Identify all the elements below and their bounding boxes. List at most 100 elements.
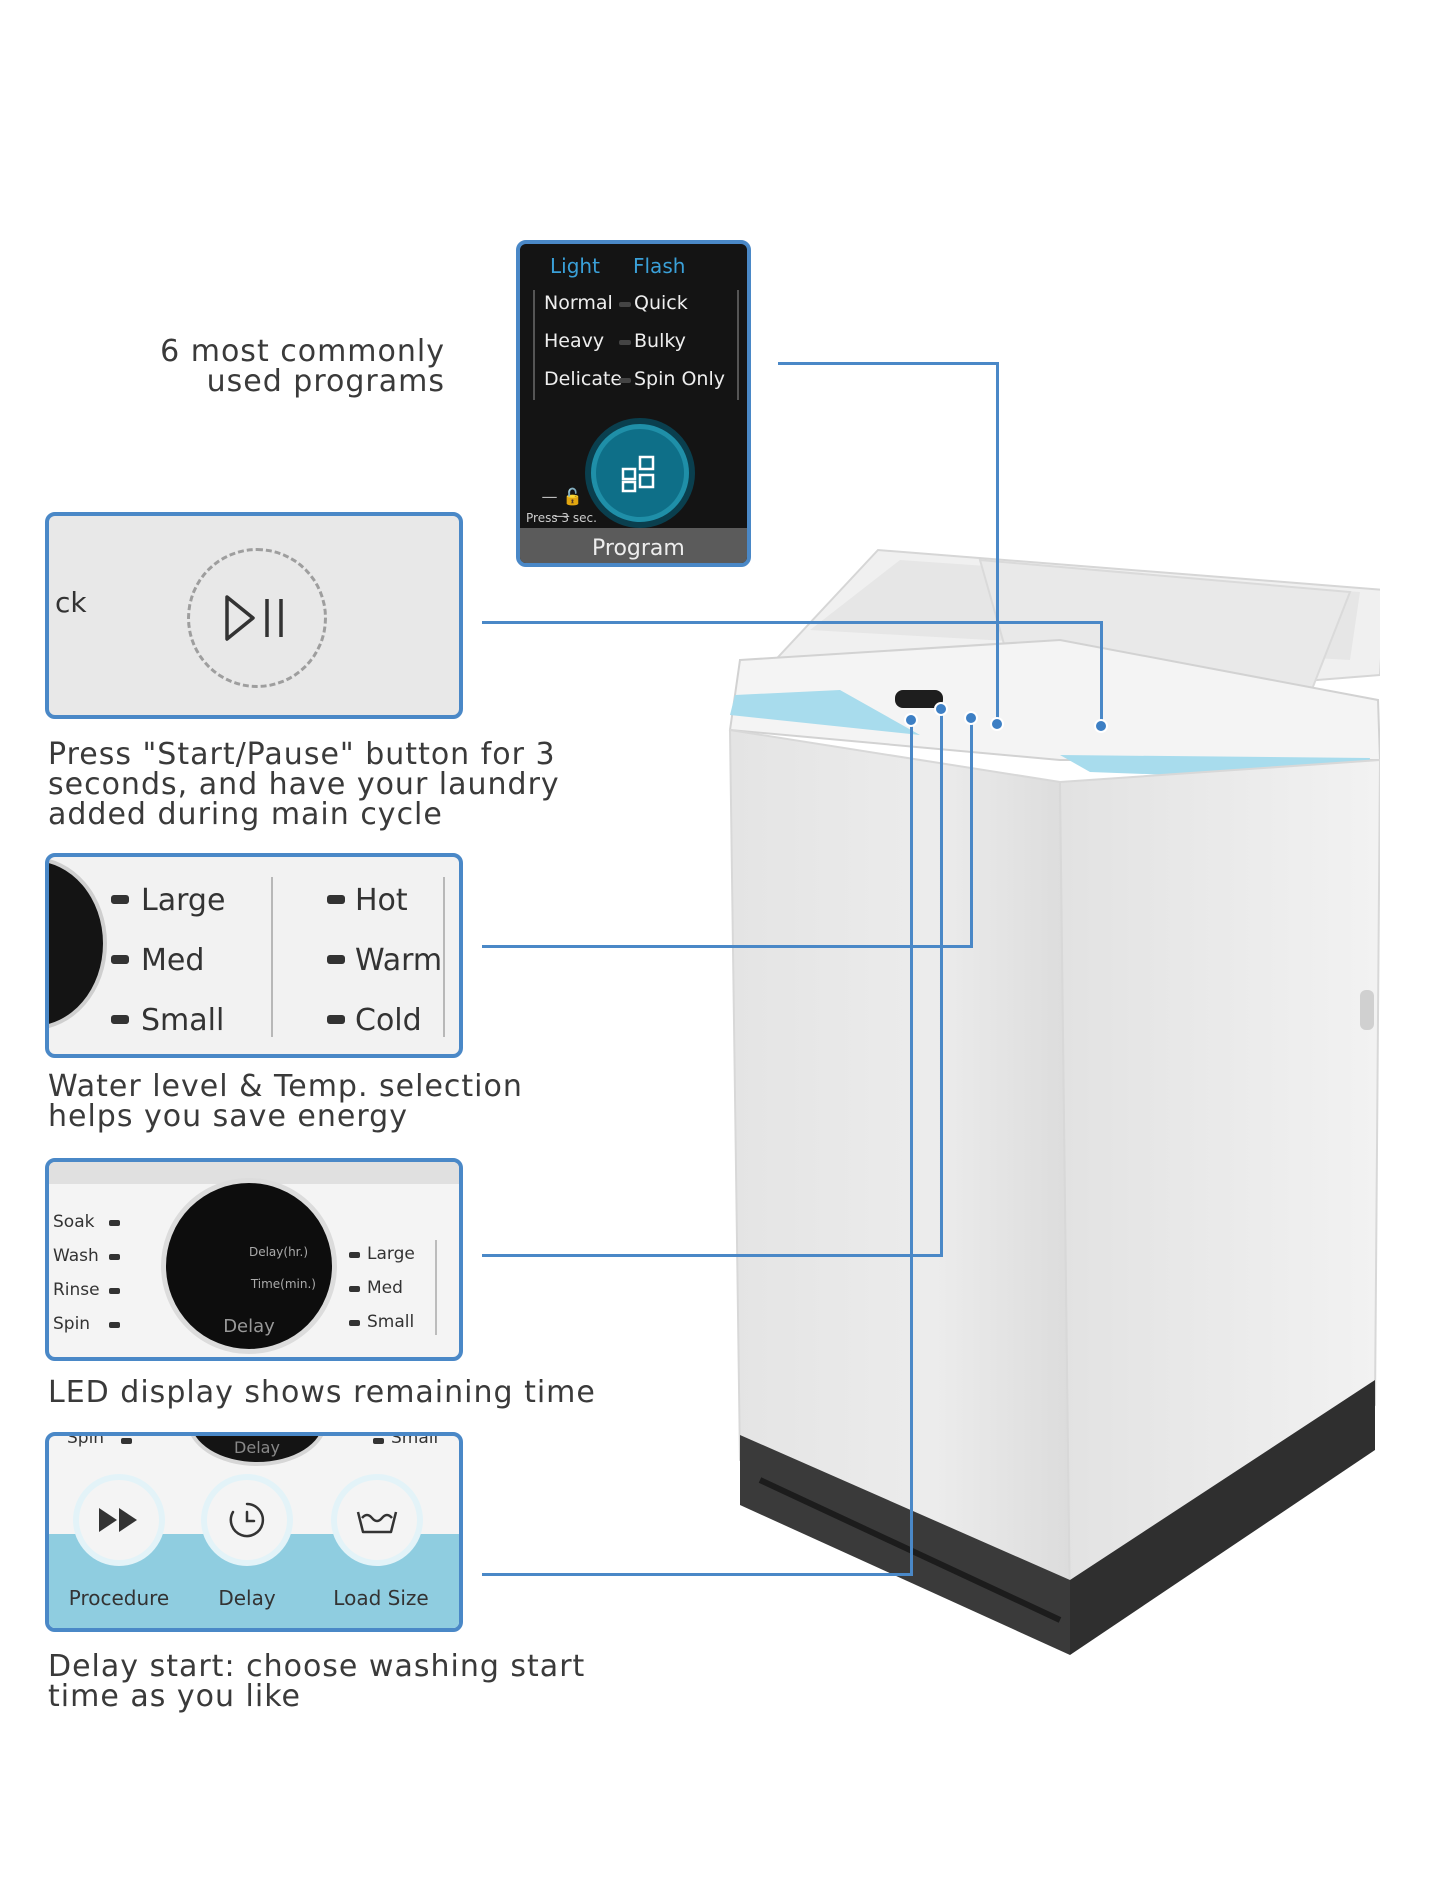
button-label: Procedure bbox=[68, 1586, 170, 1610]
leader-line-delay bbox=[482, 1573, 912, 1576]
led-panel: Soak Wash Rinse Spin Delay(hr.) Time(min… bbox=[45, 1158, 463, 1361]
leader-line-led bbox=[482, 1254, 942, 1257]
caption-line: helps you save energy bbox=[48, 1099, 408, 1134]
display-edge-label: Delay bbox=[234, 1438, 280, 1457]
caption-line: seconds, and have your laundry bbox=[48, 767, 560, 802]
program-indicator bbox=[619, 302, 631, 307]
indicator-led bbox=[349, 1320, 360, 1326]
procedure-list: Soak Wash Rinse Spin bbox=[53, 1212, 120, 1348]
caption-water-temp: Water level & Temp. selection helps you … bbox=[48, 1072, 523, 1132]
start-pause-panel: ck bbox=[45, 512, 463, 719]
callout-dot bbox=[934, 702, 948, 716]
indicator-led bbox=[109, 1288, 120, 1294]
panel-divider bbox=[443, 877, 445, 1037]
top-label-right: Small bbox=[391, 1432, 439, 1448]
program-header-right: Flash bbox=[633, 254, 686, 278]
caption-line: 6 most commonly bbox=[160, 334, 445, 369]
temp-label: Cold bbox=[355, 1003, 422, 1038]
program-row: Normal Quick bbox=[544, 292, 744, 316]
led-display: Delay(hr.) Time(min.) Delay bbox=[161, 1178, 337, 1354]
procedure-label: Rinse bbox=[53, 1280, 100, 1300]
panel-divider bbox=[737, 290, 739, 400]
level-label: Small bbox=[141, 1003, 225, 1038]
panel-divider bbox=[435, 1240, 437, 1335]
leader-line-programs bbox=[996, 362, 999, 724]
top-label-left: Spin bbox=[67, 1432, 105, 1448]
indicator-led bbox=[327, 895, 345, 904]
procedure-item: Rinse bbox=[53, 1280, 120, 1314]
lock-icon: — 🔓 — bbox=[541, 487, 583, 525]
partial-label: ck bbox=[55, 586, 87, 619]
grid-icon bbox=[621, 455, 655, 493]
temp-label: Hot bbox=[355, 883, 408, 918]
indicator-led bbox=[373, 1438, 384, 1444]
start-pause-button[interactable] bbox=[187, 548, 327, 688]
procedure-item: Soak bbox=[53, 1212, 120, 1246]
procedure-label: Spin bbox=[53, 1314, 91, 1334]
display-time-unit: Time(min.) bbox=[250, 1277, 316, 1291]
callout-dot bbox=[904, 713, 918, 727]
buttons-panel: Delay Spin Small Procedure Delay Load Si… bbox=[45, 1432, 463, 1632]
clock-icon bbox=[229, 1502, 265, 1538]
leader-line-programs bbox=[778, 362, 998, 365]
indicator-led bbox=[111, 955, 129, 964]
indicator-led bbox=[109, 1220, 120, 1226]
indicator-led bbox=[121, 1438, 132, 1444]
program-header-left: Light bbox=[550, 254, 600, 278]
leader-line-start bbox=[1100, 621, 1103, 724]
level-label: Med bbox=[141, 943, 205, 978]
panel-top-band bbox=[49, 1162, 459, 1184]
callout-dot bbox=[964, 711, 978, 725]
program-option: Heavy bbox=[544, 330, 605, 352]
size-label: Med bbox=[367, 1278, 403, 1298]
procedure-item: Wash bbox=[53, 1246, 120, 1280]
program-bottom-band bbox=[520, 528, 747, 563]
procedure-label: Wash bbox=[53, 1246, 99, 1266]
procedure-label: Soak bbox=[53, 1212, 95, 1232]
caption-start-pause: Press "Start/Pause" button for 3 seconds… bbox=[48, 740, 560, 830]
level-label: Large bbox=[141, 883, 226, 918]
program-option: Normal bbox=[544, 292, 613, 314]
program-option: Delicate bbox=[544, 368, 623, 390]
basin-icon bbox=[356, 1511, 398, 1534]
display-delay-unit: Delay(hr.) bbox=[248, 1245, 308, 1259]
program-row: Delicate Spin Only bbox=[544, 368, 747, 392]
indicator-led bbox=[327, 1015, 345, 1024]
callout-dot bbox=[1094, 719, 1108, 733]
caption-line: Water level & Temp. selection bbox=[48, 1069, 523, 1104]
program-option: Quick bbox=[634, 292, 688, 314]
caption-line: used programs bbox=[206, 364, 445, 399]
caption-line: added during main cycle bbox=[48, 797, 443, 832]
fast-forward-icon bbox=[99, 1508, 137, 1532]
leader-line-start bbox=[482, 621, 1102, 624]
washing-machine-illustration bbox=[728, 548, 1380, 1655]
procedure-button[interactable] bbox=[79, 1480, 159, 1560]
program-indicator bbox=[619, 340, 631, 345]
procedure-item: Spin bbox=[53, 1314, 120, 1348]
leader-line-level bbox=[482, 945, 972, 948]
program-row: Heavy Bulky bbox=[544, 330, 744, 354]
program-panel: Light Flash Normal Quick Heavy Bulky Del… bbox=[516, 240, 751, 567]
leader-line-delay bbox=[910, 720, 913, 1576]
play-pause-icon bbox=[225, 595, 283, 641]
program-button[interactable] bbox=[591, 424, 689, 522]
panel-divider bbox=[271, 877, 273, 1037]
display-label: Delay bbox=[223, 1316, 275, 1337]
delay-button[interactable] bbox=[207, 1480, 287, 1560]
caption-delay: Delay start: choose washing start time a… bbox=[48, 1652, 585, 1712]
button-label: Load Size bbox=[333, 1586, 429, 1610]
indicator-led bbox=[111, 1015, 129, 1024]
program-option: Bulky bbox=[634, 330, 686, 352]
indicator-led bbox=[111, 895, 129, 904]
leader-line-led bbox=[940, 708, 943, 1257]
caption-line: Delay start: choose washing start bbox=[48, 1649, 586, 1684]
size-label: Large bbox=[367, 1244, 415, 1264]
button-label: Delay bbox=[218, 1586, 276, 1610]
caption-programs: 6 most commonly used programs bbox=[145, 337, 445, 397]
load-size-button[interactable] bbox=[337, 1480, 417, 1560]
caption-line: Press "Start/Pause" button for 3 bbox=[48, 737, 556, 772]
program-indicator bbox=[619, 378, 631, 383]
indicator-led bbox=[109, 1322, 120, 1328]
caption-led: LED display shows remaining time bbox=[48, 1378, 596, 1408]
caption-line: LED display shows remaining time bbox=[48, 1375, 596, 1410]
